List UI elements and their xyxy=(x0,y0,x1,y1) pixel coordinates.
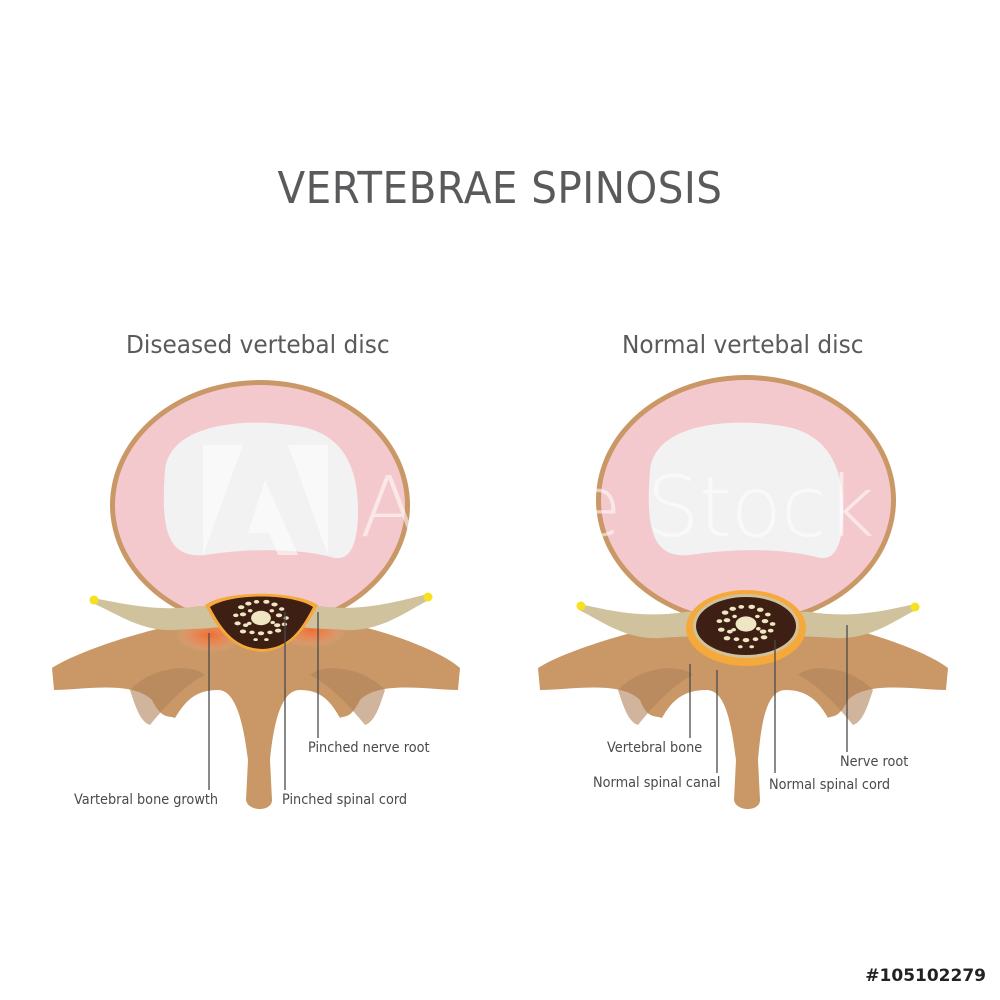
vertebral-bone-left xyxy=(52,620,460,809)
label-pinched-nerve-root: Pinched nerve root xyxy=(308,740,430,756)
label-nerve-root: Nerve root xyxy=(840,754,909,770)
label-vertebral-bone: Vertebral bone xyxy=(607,740,703,756)
label-pinched-spinal-cord: Pinched spinal cord xyxy=(282,792,408,808)
nucleus-left xyxy=(163,422,358,559)
stock-id: #105102279 xyxy=(865,966,986,986)
normal-vertebra xyxy=(538,375,948,809)
diseased-subtitle: Diseased vertebal disc xyxy=(126,330,390,359)
nerve-root-left xyxy=(92,598,240,631)
nucleus-right xyxy=(648,422,843,559)
diagram-title: VERTEBRAE SPINOSIS xyxy=(277,163,723,214)
vertebral-bone-right xyxy=(538,620,948,809)
label-normal-spinal-cord: Normal spinal cord xyxy=(769,777,891,793)
normal-subtitle: Normal vertebal disc xyxy=(622,330,864,359)
leader-lines xyxy=(208,612,848,790)
label-bone-growth: Vartebral bone growth xyxy=(74,792,219,808)
label-normal-spinal-canal: Normal spinal canal xyxy=(593,775,721,791)
